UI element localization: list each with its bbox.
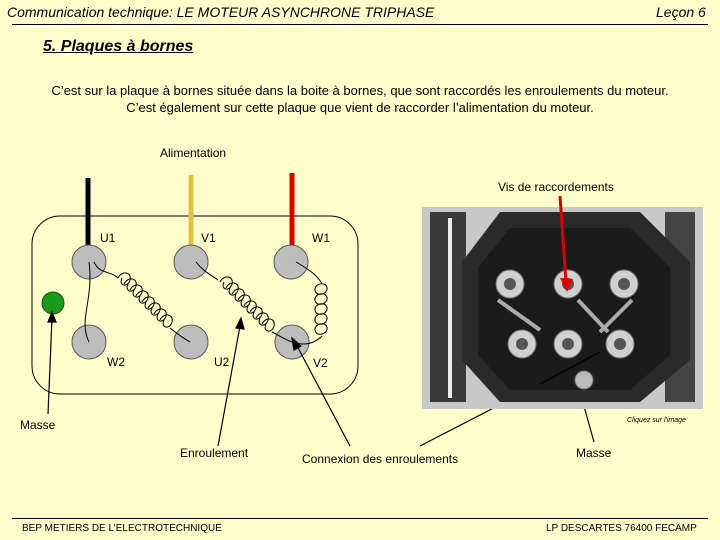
connection-label: Connexion des enroulements: [302, 452, 459, 466]
terminal-label-u1: U1: [100, 231, 116, 245]
footer-school-program: BEP METIERS DE L’ELECTROTECHNIQUE: [22, 523, 222, 534]
connection-arrowhead: [291, 336, 303, 351]
ground-left-arrowhead: [47, 310, 57, 323]
intro-line-1: C’est sur la plaque à bornes située dans…: [51, 83, 669, 98]
terminal-u2: [173, 324, 209, 360]
footer-school-name: LP DESCARTES 76400 FECAMP: [546, 523, 697, 534]
winding-label: Enroulement: [180, 446, 249, 460]
screws-label: Vis de raccordements: [498, 180, 614, 194]
lesson-number: Leçon 6: [656, 4, 706, 20]
supply-label: Alimentation: [160, 146, 227, 160]
terminal-label-w2: W2: [107, 355, 125, 369]
terminal-label-w1: W1: [312, 231, 330, 245]
header-divider: [12, 24, 708, 25]
winding-arrowhead: [235, 316, 245, 330]
terminal-w1: [273, 244, 309, 280]
course-title: Communication technique: LE MOTEUR ASYNC…: [7, 4, 435, 20]
footer-divider: [12, 518, 708, 519]
terminal-label-v2: V2: [313, 356, 328, 370]
ground-label-right: Masse: [576, 446, 612, 460]
ground-left-pointer: [47, 317, 53, 415]
screw-pointer: [558, 195, 568, 283]
terminal-board-outline: [31, 215, 359, 395]
photo-caption-link[interactable]: Cliquez sur l'image: [627, 417, 686, 424]
ground-terminal: [41, 291, 65, 315]
intro-line-2: C’est également sur cette plaque que vie…: [126, 100, 594, 115]
section-title: 5. Plaques à bornes: [43, 38, 194, 55]
terminal-v1: [173, 244, 209, 280]
intro-paragraph: C’est sur la plaque à bornes située dans…: [10, 82, 710, 116]
winding-pointer: [217, 325, 241, 447]
terminal-label-u2: U2: [214, 355, 230, 369]
ground-label-left: Masse: [20, 418, 56, 432]
terminal-label-v1: V1: [201, 231, 216, 245]
terminal-board-photo: [422, 195, 703, 409]
connection-pointer: [295, 343, 351, 447]
screw-arrowhead: [560, 278, 573, 292]
